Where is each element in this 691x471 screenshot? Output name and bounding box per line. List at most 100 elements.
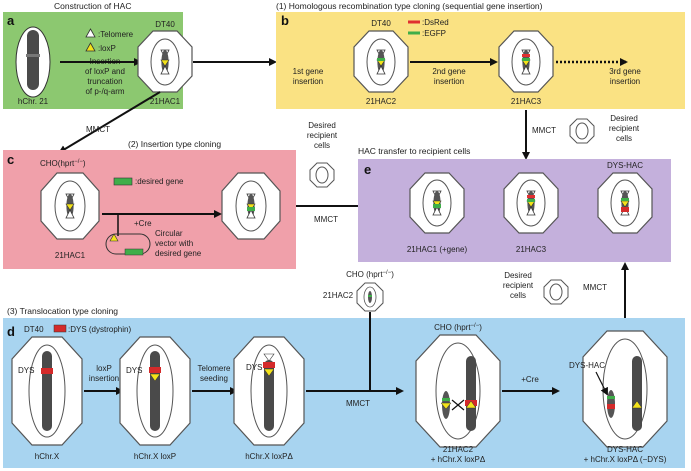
- dys-label-1: DYS: [18, 366, 34, 375]
- chr2-label: hChr.X loxP: [134, 452, 176, 461]
- recipient-b-line2: recipient: [609, 124, 640, 133]
- panel-d-title: (3) Translocation type cloning: [7, 306, 118, 316]
- mmct-a-to-c: MMCT: [86, 125, 110, 134]
- panel-d-cell-label: DT40: [24, 325, 44, 334]
- panel-a-product: 21HAC1: [150, 97, 181, 106]
- mmct-b-to-e: MMCT: [532, 126, 556, 135]
- panel-a-step-line2: of loxP and: [85, 67, 125, 76]
- panel-c-cell-label: CHO(hprt−/−): [40, 159, 86, 168]
- recipient-d-line1: Desired: [504, 271, 532, 280]
- vector-line2: vector with: [155, 239, 193, 248]
- result-line1: DYS-HAC: [607, 445, 643, 454]
- panel-e-hac1: 21HAC1 (+gene): [407, 245, 468, 254]
- cho-cell-21hac1-gene: [221, 172, 281, 240]
- recipient-cell-c: [309, 162, 335, 188]
- gene-legend-icon: [113, 177, 133, 186]
- panel-d-mmct: MMCT: [346, 399, 370, 408]
- step1-line2: insertion: [293, 77, 323, 86]
- d-step2-line2: seeding: [200, 374, 228, 383]
- circular-vector: [105, 233, 151, 256]
- fusion-line2: + hChr.X loxPΔ: [431, 455, 486, 464]
- cho-cell-21hac1: [40, 172, 100, 240]
- panel-b-cell-label: DT40: [371, 19, 391, 28]
- legend-egfp: :EGFP: [422, 29, 446, 38]
- dt40-cell-21hac2: [353, 30, 409, 93]
- d-step1-line2: insertion: [89, 374, 119, 383]
- panel-c-letter: c: [7, 152, 14, 167]
- dys-label-2: DYS: [126, 366, 142, 375]
- step1-line1: 1st gene: [293, 67, 324, 76]
- step2-line1: 2nd gene: [432, 67, 466, 76]
- step3-line1: 3rd gene: [609, 67, 641, 76]
- step2-line2: insertion: [434, 77, 464, 86]
- dt40-cell-hchrx-loxp-delta: [233, 336, 305, 446]
- cho-fusion-cell: [415, 334, 501, 448]
- mmct-c-to-e: MMCT: [314, 215, 338, 224]
- vector-line3: desired gene: [155, 249, 202, 258]
- chr3-label: hChr.X loxPΔ: [245, 452, 293, 461]
- panel-a-step-line4: of p-/q-arm: [85, 87, 124, 96]
- dt40-cell-hchrx-loxp: [119, 336, 191, 446]
- cho-result-cell: [582, 330, 668, 448]
- panel-e-hac3-label: DYS-HAC: [607, 161, 643, 170]
- d-step1-line1: loxP: [96, 364, 112, 373]
- panel-e-letter: e: [364, 162, 371, 177]
- panel-b-background: [276, 12, 685, 109]
- panel-c-product: 21HAC1: [55, 251, 86, 260]
- recipient-21hac3: [503, 172, 559, 234]
- recipient-dys-hac: [597, 172, 653, 234]
- panel-c-cre: +Cre: [134, 219, 152, 228]
- panel-a-step-line3: truncation: [87, 77, 122, 86]
- donor-cho-cell: [356, 282, 384, 312]
- recipient-c-line2: recipient: [307, 131, 338, 140]
- recipient-c-line1: Desired: [308, 121, 336, 130]
- panel-d-cre: +Cre: [521, 375, 539, 384]
- legend-dsred: :DsRed: [422, 18, 449, 27]
- telomere-legend-icon: [85, 28, 96, 38]
- step3-line2: insertion: [610, 77, 640, 86]
- hchr21-chromosome: [15, 26, 51, 98]
- arrow-a-to-c: [58, 91, 161, 154]
- recipient-21hac1-gene: [409, 172, 465, 234]
- legend-telomere: :Telomere: [98, 30, 134, 39]
- d-step2-line1: Telomere: [198, 364, 231, 373]
- recipient-b-line3: cells: [616, 134, 632, 143]
- fusion-line1: 21HAC2: [443, 445, 474, 454]
- dys-legend-icon: [53, 324, 67, 333]
- recipient-cell-d: [543, 279, 569, 305]
- recipient-b-line1: Desired: [610, 114, 638, 123]
- panel-b-product1: 21HAC2: [366, 97, 397, 106]
- dys-label-3: DYS: [246, 363, 262, 372]
- dys-hac-pointer-label: DYS-HAC: [569, 361, 605, 370]
- panel-b-letter: b: [281, 13, 289, 28]
- recipient-d-line3: cells: [510, 291, 526, 300]
- panel-b-product2: 21HAC3: [511, 97, 542, 106]
- dt40-cell-hchrx: [11, 336, 83, 446]
- result-line2: + hChr.X loxPΔ (−DYS): [584, 455, 667, 464]
- legend-gene: :desired gene: [135, 177, 184, 186]
- donor-hac-label: 21HAC2: [323, 291, 354, 300]
- mmct-d-to-e: MMCT: [583, 283, 607, 292]
- panel-a-title: Construction of HAC: [54, 1, 131, 11]
- panel-a-letter: a: [7, 13, 15, 28]
- legend-dys: :DYS (dystrophin): [68, 325, 131, 334]
- donor-cell-label: CHO (hprt−/−): [346, 270, 394, 279]
- recipient-c-line3: cells: [314, 141, 330, 150]
- panel-b-title: (1) Homologous recombination type clonin…: [276, 1, 543, 11]
- panel-a-cell-label: DT40: [155, 20, 175, 29]
- panel-e-title: HAC transfer to recipient cells: [358, 146, 470, 156]
- cho-fusion-label: CHO (hprt−/−): [434, 323, 482, 332]
- dt40-cell-21hac3: [498, 30, 554, 93]
- dys-hac-pointer-arrow: [595, 371, 608, 396]
- vector-line1: Circular: [155, 229, 183, 238]
- dt40-cell-21hac1: [137, 30, 193, 93]
- recipient-d-line2: recipient: [503, 281, 534, 290]
- recipient-cell-b: [569, 118, 595, 144]
- legend-loxp: :loxP: [98, 44, 116, 53]
- panel-c-title: (2) Insertion type cloning: [128, 139, 221, 149]
- panel-e-hac2: 21HAC3: [516, 245, 547, 254]
- panel-d-letter: d: [7, 324, 15, 339]
- loxp-legend-icon: [85, 42, 96, 52]
